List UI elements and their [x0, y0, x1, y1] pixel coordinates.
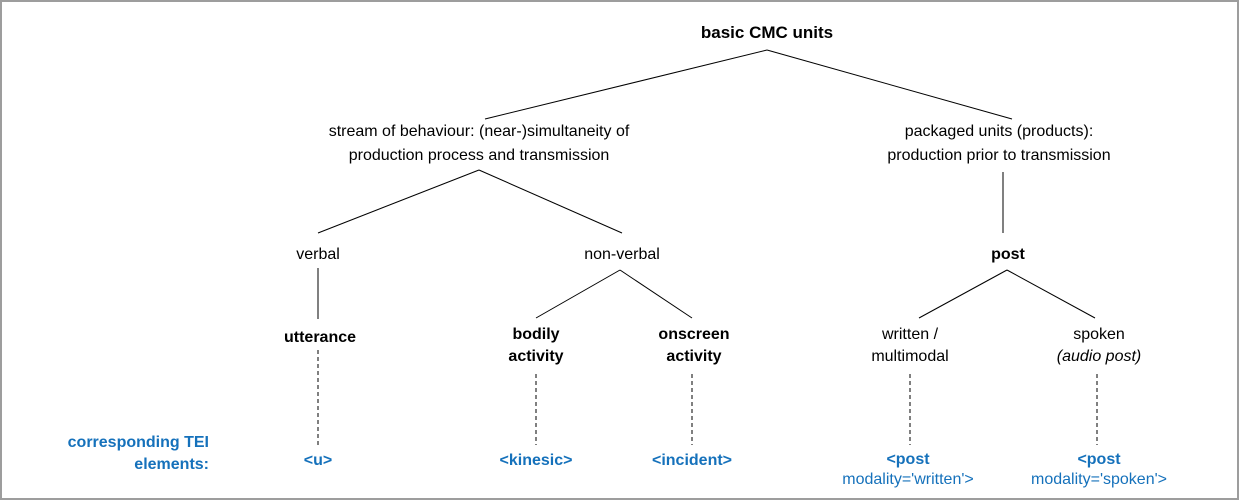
node-stream-line1: stream of behaviour: (near-)simultaneity… [328, 123, 630, 140]
edge-root-stream [484, 49, 768, 120]
node-bodily-activity: bodily activity [508, 324, 563, 368]
tei-caption-line1: corresponding TEI [67, 434, 209, 451]
node-verbal: verbal [296, 246, 340, 263]
tei-element-kinesic: <kinesic> [500, 451, 573, 471]
tei-post-spoken-line2: modality='spoken'> [1031, 471, 1167, 488]
tei-incident-label: <incident> [651, 452, 733, 469]
node-onscreen-line1: onscreen [658, 326, 730, 343]
tei-u-label: <u> [303, 452, 333, 469]
node-spoken-line1: spoken [1073, 326, 1125, 343]
node-packaged-line2: production prior to transmission [887, 147, 1111, 164]
tei-post-written-line1: <post [886, 451, 930, 468]
edge-post-spoken [1006, 269, 1096, 319]
node-spoken-audio-post: spoken (audio post) [1057, 324, 1142, 368]
node-stream-line2: production process and transmission [348, 147, 610, 164]
tei-caption: corresponding TEI elements: [29, 432, 209, 476]
node-written-line1: written / [881, 326, 939, 343]
tei-element-post-written: <post modality='written'> [842, 450, 974, 490]
node-written-multimodal: written / multimodal [871, 324, 948, 368]
edge-root-packaged [766, 49, 1013, 120]
edge-nonverbal-bodily [535, 269, 621, 319]
tei-kinesic-label: <kinesic> [499, 452, 573, 469]
node-bodily-line1: bodily [512, 326, 560, 343]
node-onscreen-line2: activity [666, 348, 722, 365]
node-non-verbal: non-verbal [584, 246, 660, 263]
tei-element-u: <u> [304, 451, 332, 471]
node-basic-cmc-units: basic CMC units [700, 23, 834, 42]
node-utterance: utterance [283, 329, 357, 346]
tei-caption-line2: elements: [134, 456, 209, 473]
edge-stream-nonverbal [478, 169, 623, 234]
node-bodily-line2: activity [508, 348, 564, 365]
tei-element-post-spoken: <post modality='spoken'> [1031, 450, 1167, 490]
edge-stream-verbal [317, 169, 480, 234]
node-spoken-line2: (audio post) [1056, 348, 1142, 365]
tei-post-spoken-line1: <post [1077, 451, 1121, 468]
edge-post-written [918, 269, 1008, 319]
node-onscreen-activity: onscreen activity [658, 324, 729, 368]
tei-post-written-line2: modality='written'> [842, 471, 974, 488]
node-written-line2: multimodal [871, 348, 949, 365]
node-post: post [991, 246, 1025, 263]
edge-nonverbal-onscreen [619, 269, 693, 319]
node-packaged-line1: packaged units (products): [904, 123, 1094, 140]
tei-element-incident: <incident> [652, 451, 732, 471]
node-packaged-units: packaged units (products): production pr… [887, 120, 1110, 168]
node-stream-of-behaviour: stream of behaviour: (near-)simultaneity… [329, 120, 630, 168]
